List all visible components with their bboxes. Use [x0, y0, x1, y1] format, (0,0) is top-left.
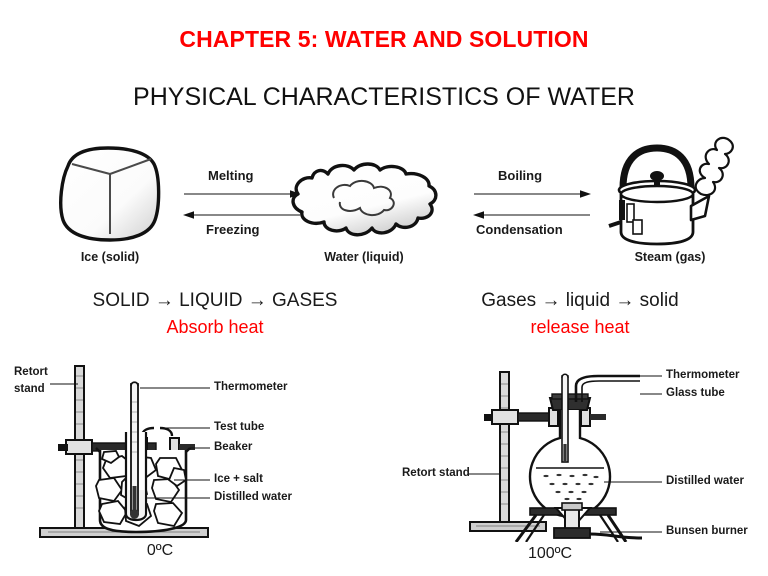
ice-cube-icon	[50, 144, 170, 249]
boiling-label: Boiling	[498, 168, 543, 183]
ice-caption: Ice (solid)	[80, 250, 140, 264]
label-retort-stand-right: Retort stand	[402, 467, 470, 479]
page-title: CHAPTER 5: WATER AND SOLUTION	[179, 26, 589, 52]
state-change-diagram: Ice (solid) Melting Freezing	[30, 134, 744, 274]
label-glass-tube: Glass tube	[666, 387, 725, 399]
boiling-point-apparatus: Retort stand Thermometer Glass tube Dist…	[402, 362, 768, 542]
freezing-temperature: 0ºC	[146, 542, 174, 559]
water-caption: Water (liquid)	[324, 250, 404, 264]
label-bunsen-burner: Bunsen burner	[666, 525, 748, 537]
freezing-label: Freezing	[206, 222, 260, 237]
label-retort-stand-line2: stand	[14, 383, 45, 395]
freezing-point-apparatus: Retort stand Thermometer Test tube Beake…	[14, 362, 324, 542]
process-absorb-heat: SOLID → LIQUID → GASES Absorb heat	[40, 290, 390, 338]
kettle-steam-icon	[605, 134, 745, 252]
label-beaker: Beaker	[214, 441, 253, 453]
melting-label: Melting	[208, 168, 254, 183]
label-thermometer-right: Thermometer	[666, 369, 740, 381]
steam-caption: Steam (gas)	[634, 250, 706, 264]
process-right-sequence: Gases → liquid → solid	[481, 290, 679, 311]
label-thermometer: Thermometer	[214, 381, 288, 393]
label-distilled-water-right: Distilled water	[666, 475, 744, 487]
process-left-sequence: SOLID → LIQUID → GASES	[92, 290, 338, 311]
boiling-temperature: 100ºC	[527, 545, 573, 562]
page-subtitle: PHYSICAL CHARACTERISTICS OF WATER	[133, 83, 635, 111]
label-test-tube: Test tube	[214, 421, 265, 433]
water-puddle-icon	[288, 158, 440, 244]
process-right-heat: release heat	[530, 317, 630, 337]
process-left-heat: Absorb heat	[166, 317, 264, 337]
label-ice-salt: Ice + salt	[214, 473, 263, 485]
label-distilled-water-left: Distilled water	[214, 491, 292, 503]
label-retort-stand-line1: Retort	[14, 366, 48, 378]
process-release-heat: Gases → liquid → solid release heat	[420, 290, 740, 338]
condensation-label: Condensation	[476, 222, 563, 237]
